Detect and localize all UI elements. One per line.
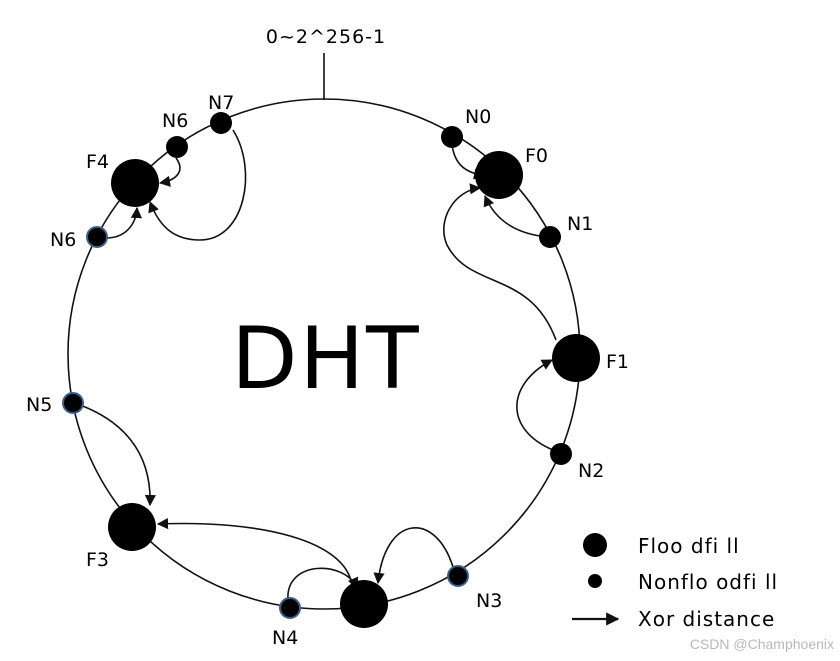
node-n4 bbox=[279, 597, 301, 619]
flood-node-f3 bbox=[108, 503, 156, 551]
node-n5 bbox=[62, 392, 84, 414]
edge-n6top-f4 bbox=[158, 157, 181, 187]
edge-n6left-f4 bbox=[105, 206, 142, 239]
label-n6-left: N6 bbox=[50, 229, 76, 251]
node-n7 bbox=[210, 112, 232, 134]
legend-nonflood-label: Nonflo odfi ll bbox=[638, 570, 778, 594]
label-n4: N4 bbox=[272, 627, 298, 649]
edge-n5-f3 bbox=[79, 404, 156, 507]
label-n0: N0 bbox=[465, 106, 491, 128]
flood-node-f1 bbox=[552, 334, 600, 382]
label-f1: F1 bbox=[606, 351, 629, 373]
edge-n3-hub bbox=[373, 527, 454, 585]
legend-flood-swatch bbox=[583, 533, 607, 557]
flood-node-hub bbox=[340, 580, 388, 628]
node-n3 bbox=[447, 565, 469, 587]
label-n6-top: N6 bbox=[162, 110, 188, 132]
legend-flood-label: Floo dfi ll bbox=[638, 534, 740, 558]
legend-nonflood-swatch bbox=[588, 574, 602, 588]
flood-node-f4 bbox=[111, 159, 159, 207]
label-n5: N5 bbox=[26, 394, 52, 416]
dht-title: DHT bbox=[231, 309, 420, 409]
label-f3: F3 bbox=[86, 549, 109, 571]
edge-f1-f0 bbox=[443, 183, 557, 341]
flood-node-f0 bbox=[475, 151, 523, 199]
node-n2 bbox=[550, 443, 572, 465]
label-f4: F4 bbox=[86, 151, 109, 173]
edge-n2-f1 bbox=[516, 359, 554, 451]
label-n3: N3 bbox=[476, 590, 502, 612]
legend: Floo dfi ll Nonflo odfi ll Xor distance bbox=[572, 533, 778, 631]
label-f0: F0 bbox=[525, 145, 548, 167]
label-n7: N7 bbox=[208, 92, 234, 114]
edge-hub-f3 bbox=[156, 518, 353, 586]
node-n0 bbox=[441, 126, 463, 148]
watermark: CSDN @Champhoenix bbox=[690, 636, 834, 652]
label-n2: N2 bbox=[578, 460, 604, 482]
node-n1 bbox=[539, 226, 561, 248]
edge-n7-f4 bbox=[148, 129, 247, 241]
edge-n1-f0 bbox=[483, 194, 541, 237]
legend-xor-label: Xor distance bbox=[638, 607, 775, 631]
node-n6-left bbox=[86, 226, 108, 248]
range-label: 0~2^256-1 bbox=[266, 26, 386, 48]
label-n1: N1 bbox=[567, 213, 593, 235]
node-n6-top bbox=[166, 136, 188, 158]
